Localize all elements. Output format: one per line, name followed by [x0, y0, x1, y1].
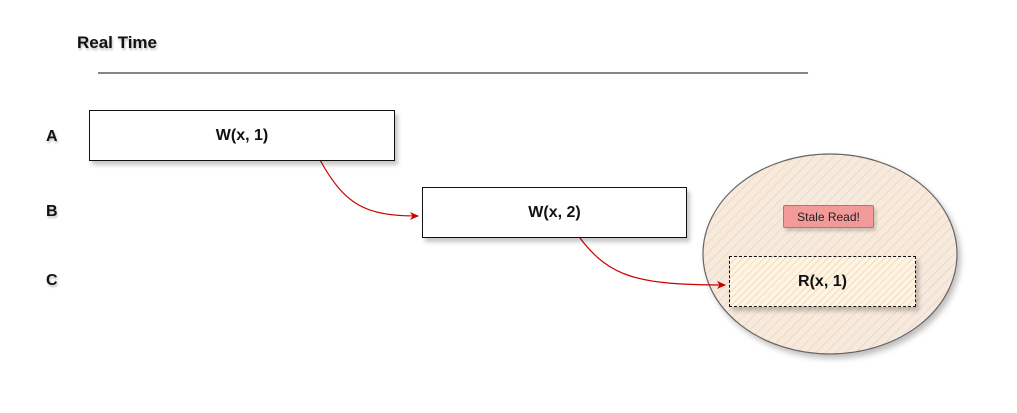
write-operation-a: W(x, 1) — [89, 110, 395, 161]
read-operation-c: R(x, 1) — [729, 256, 916, 307]
stale-read-badge: Stale Read! — [783, 205, 874, 228]
arrow-write-a-to-write-b — [319, 159, 419, 220]
arrow-write-b-to-read-c — [579, 237, 726, 289]
row-label-a: A — [46, 128, 58, 145]
row-label-c: C — [46, 272, 58, 289]
stale-read-highlight-ellipse — [702, 153, 958, 355]
diagram-title: Real Time — [77, 33, 158, 52]
timeline-line — [97, 71, 809, 75]
row-label-b: B — [46, 203, 58, 220]
write-operation-b: W(x, 2) — [422, 187, 687, 238]
